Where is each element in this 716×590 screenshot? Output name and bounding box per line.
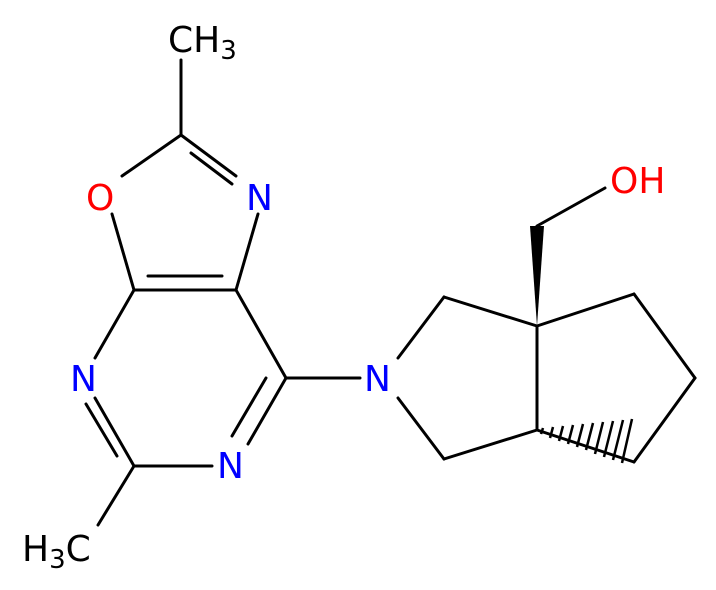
bond-c4-n (246, 376, 288, 446)
methyl-label-top: CH3 (168, 20, 237, 66)
bond-ring-ch2-ch2b (632, 376, 697, 464)
bond-n-ch2-top (396, 295, 446, 360)
bond-ring-ch2-ch2 (632, 292, 697, 380)
pyrimidine-nitrogen-bottom-label: N (217, 446, 244, 487)
bond-c2-n (179, 133, 238, 178)
wedge-bond-ch2oh (530, 226, 544, 326)
bond-ch2oh-oh (535, 186, 607, 228)
bond-ch2-c6a (535, 428, 636, 464)
bond-c5-methyl (96, 464, 136, 527)
hashed-bond-h (539, 418, 634, 464)
bond-c4-n-double (230, 376, 268, 438)
bond-ch2-bottom-c6a (442, 428, 539, 461)
bond-c3a-ch2-ring (535, 292, 636, 328)
pyrimidine-nitrogen-left-label: N (70, 359, 97, 400)
bond-ch2-top-c3a (442, 295, 539, 328)
bond-c5-n-double (84, 402, 119, 458)
bond-n-c3a (234, 212, 260, 292)
oxazole-oxygen-label: O (86, 178, 114, 219)
bond-n-ch2-bottom (396, 396, 446, 461)
bond-c3a-c4 (234, 288, 288, 380)
pyrrolidine-nitrogen-label: N (364, 359, 391, 400)
bond-c2-o (120, 133, 183, 178)
methyl-label-bottom: H3C (22, 529, 91, 575)
bond-c7a-n (93, 288, 136, 360)
bond-o-c7a (110, 212, 136, 292)
bond-c2-n-double (189, 151, 234, 186)
bond-c5-n (93, 396, 136, 468)
oxazole-nitrogen-label: N (246, 178, 273, 219)
hydroxyl-label: OH (610, 161, 665, 202)
bonds (84, 58, 697, 527)
